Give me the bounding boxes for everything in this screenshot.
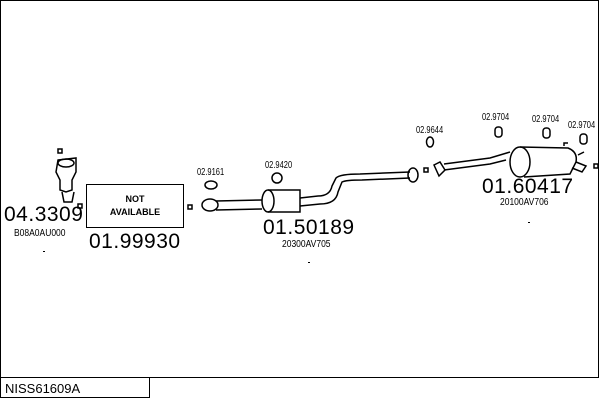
catalytic-converter-part[interactable] <box>55 148 83 209</box>
front-pipe-resonator-part[interactable] <box>201 167 419 213</box>
ring-icon[interactable] <box>425 136 435 148</box>
part-number[interactable]: 01.50189 <box>263 216 355 239</box>
part-number[interactable]: 01.60417 <box>482 175 574 198</box>
diagram-code: NISS61609A <box>5 381 81 396</box>
hanger-icon[interactable] <box>579 133 588 145</box>
not-available-box: NOT AVAILABLE <box>86 184 184 228</box>
accessory-number[interactable]: 02.9420 <box>265 160 293 171</box>
accessory-number[interactable]: 02.9644 <box>416 125 444 136</box>
part-number[interactable]: 04.3309 <box>4 203 84 226</box>
accessory-number[interactable]: 02.9704 <box>482 112 510 123</box>
rear-silencer-part[interactable] <box>433 142 588 178</box>
divider <box>0 377 599 378</box>
diagram-frame <box>0 0 599 377</box>
accessory-number[interactable]: 02.9704 <box>532 114 560 125</box>
accessory-number[interactable]: 02.9161 <box>197 167 225 178</box>
connector-marker <box>187 204 193 210</box>
oem-number: 20100AV706 <box>500 197 549 208</box>
mounting-rubber-icon[interactable] <box>271 172 283 184</box>
oem-number: 20300AV705 <box>282 239 331 250</box>
hanger-icon[interactable] <box>494 126 503 138</box>
gasket-icon[interactable] <box>204 180 218 190</box>
diagram-code-box: NISS61609A <box>0 377 150 398</box>
connector-marker <box>593 163 599 169</box>
accessory-number[interactable]: 02.9704 <box>568 120 596 131</box>
oem-number: B08A0AU000 <box>14 228 66 239</box>
part-number[interactable]: 01.99930 <box>89 230 181 253</box>
hanger-icon[interactable] <box>542 127 551 139</box>
connector-marker <box>423 167 429 173</box>
not-available-label: NOT AVAILABLE <box>109 194 161 217</box>
